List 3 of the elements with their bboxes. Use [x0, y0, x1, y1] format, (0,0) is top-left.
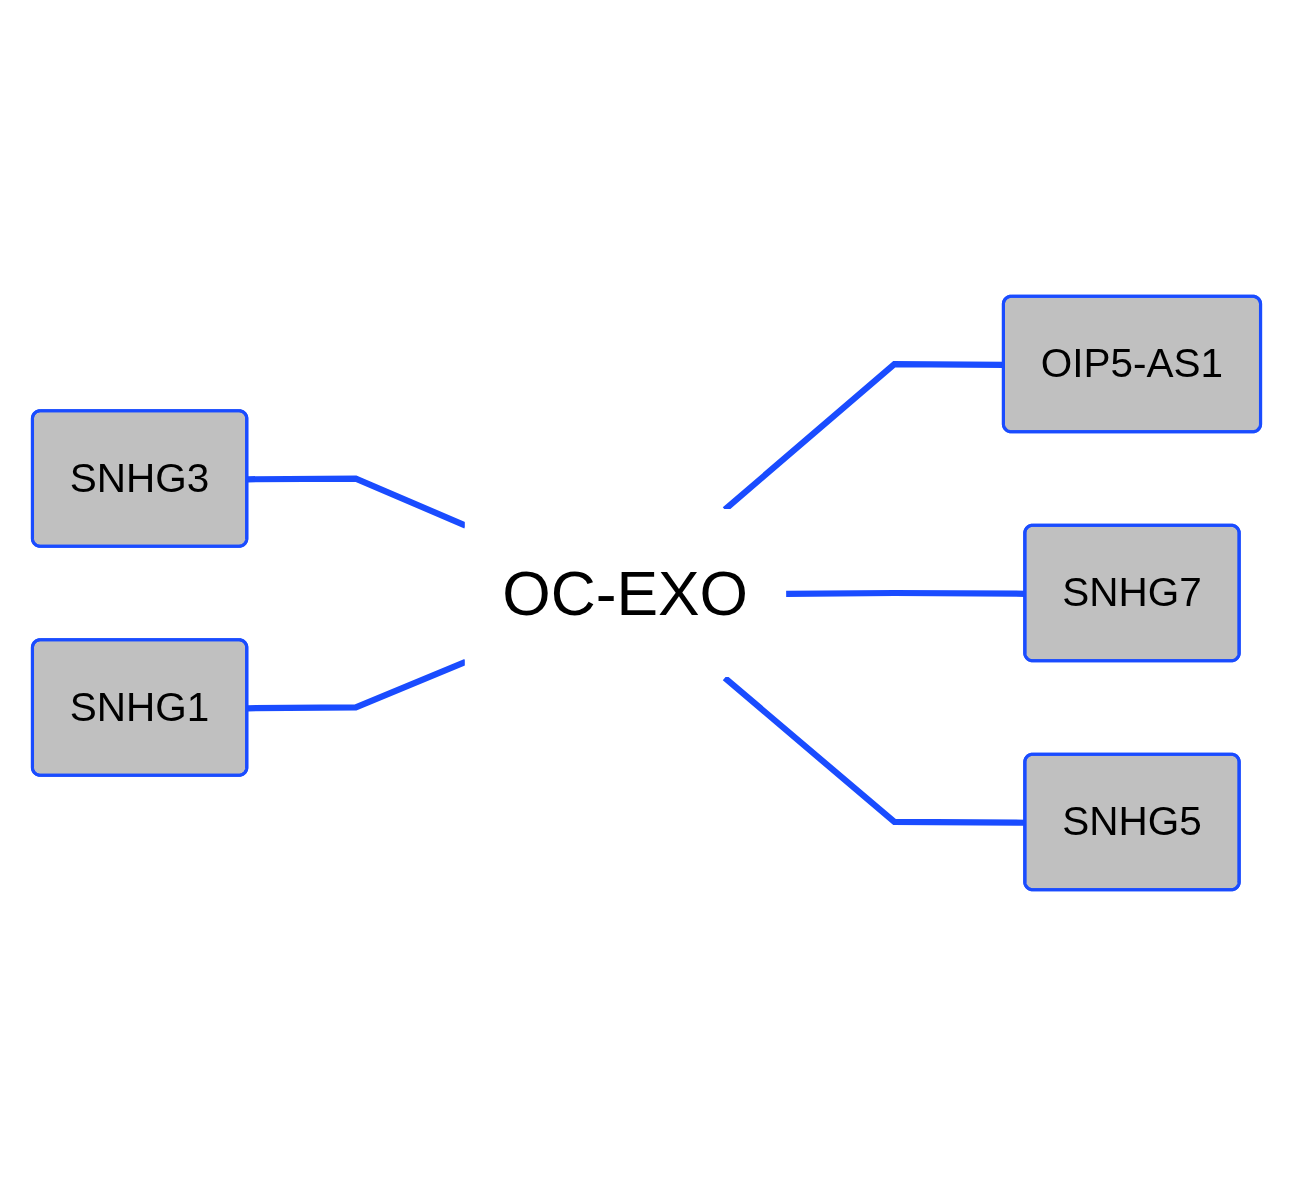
- connector: [722, 675, 1026, 826]
- node-text: OC-EXO: [502, 558, 748, 628]
- connector: [786, 589, 1026, 597]
